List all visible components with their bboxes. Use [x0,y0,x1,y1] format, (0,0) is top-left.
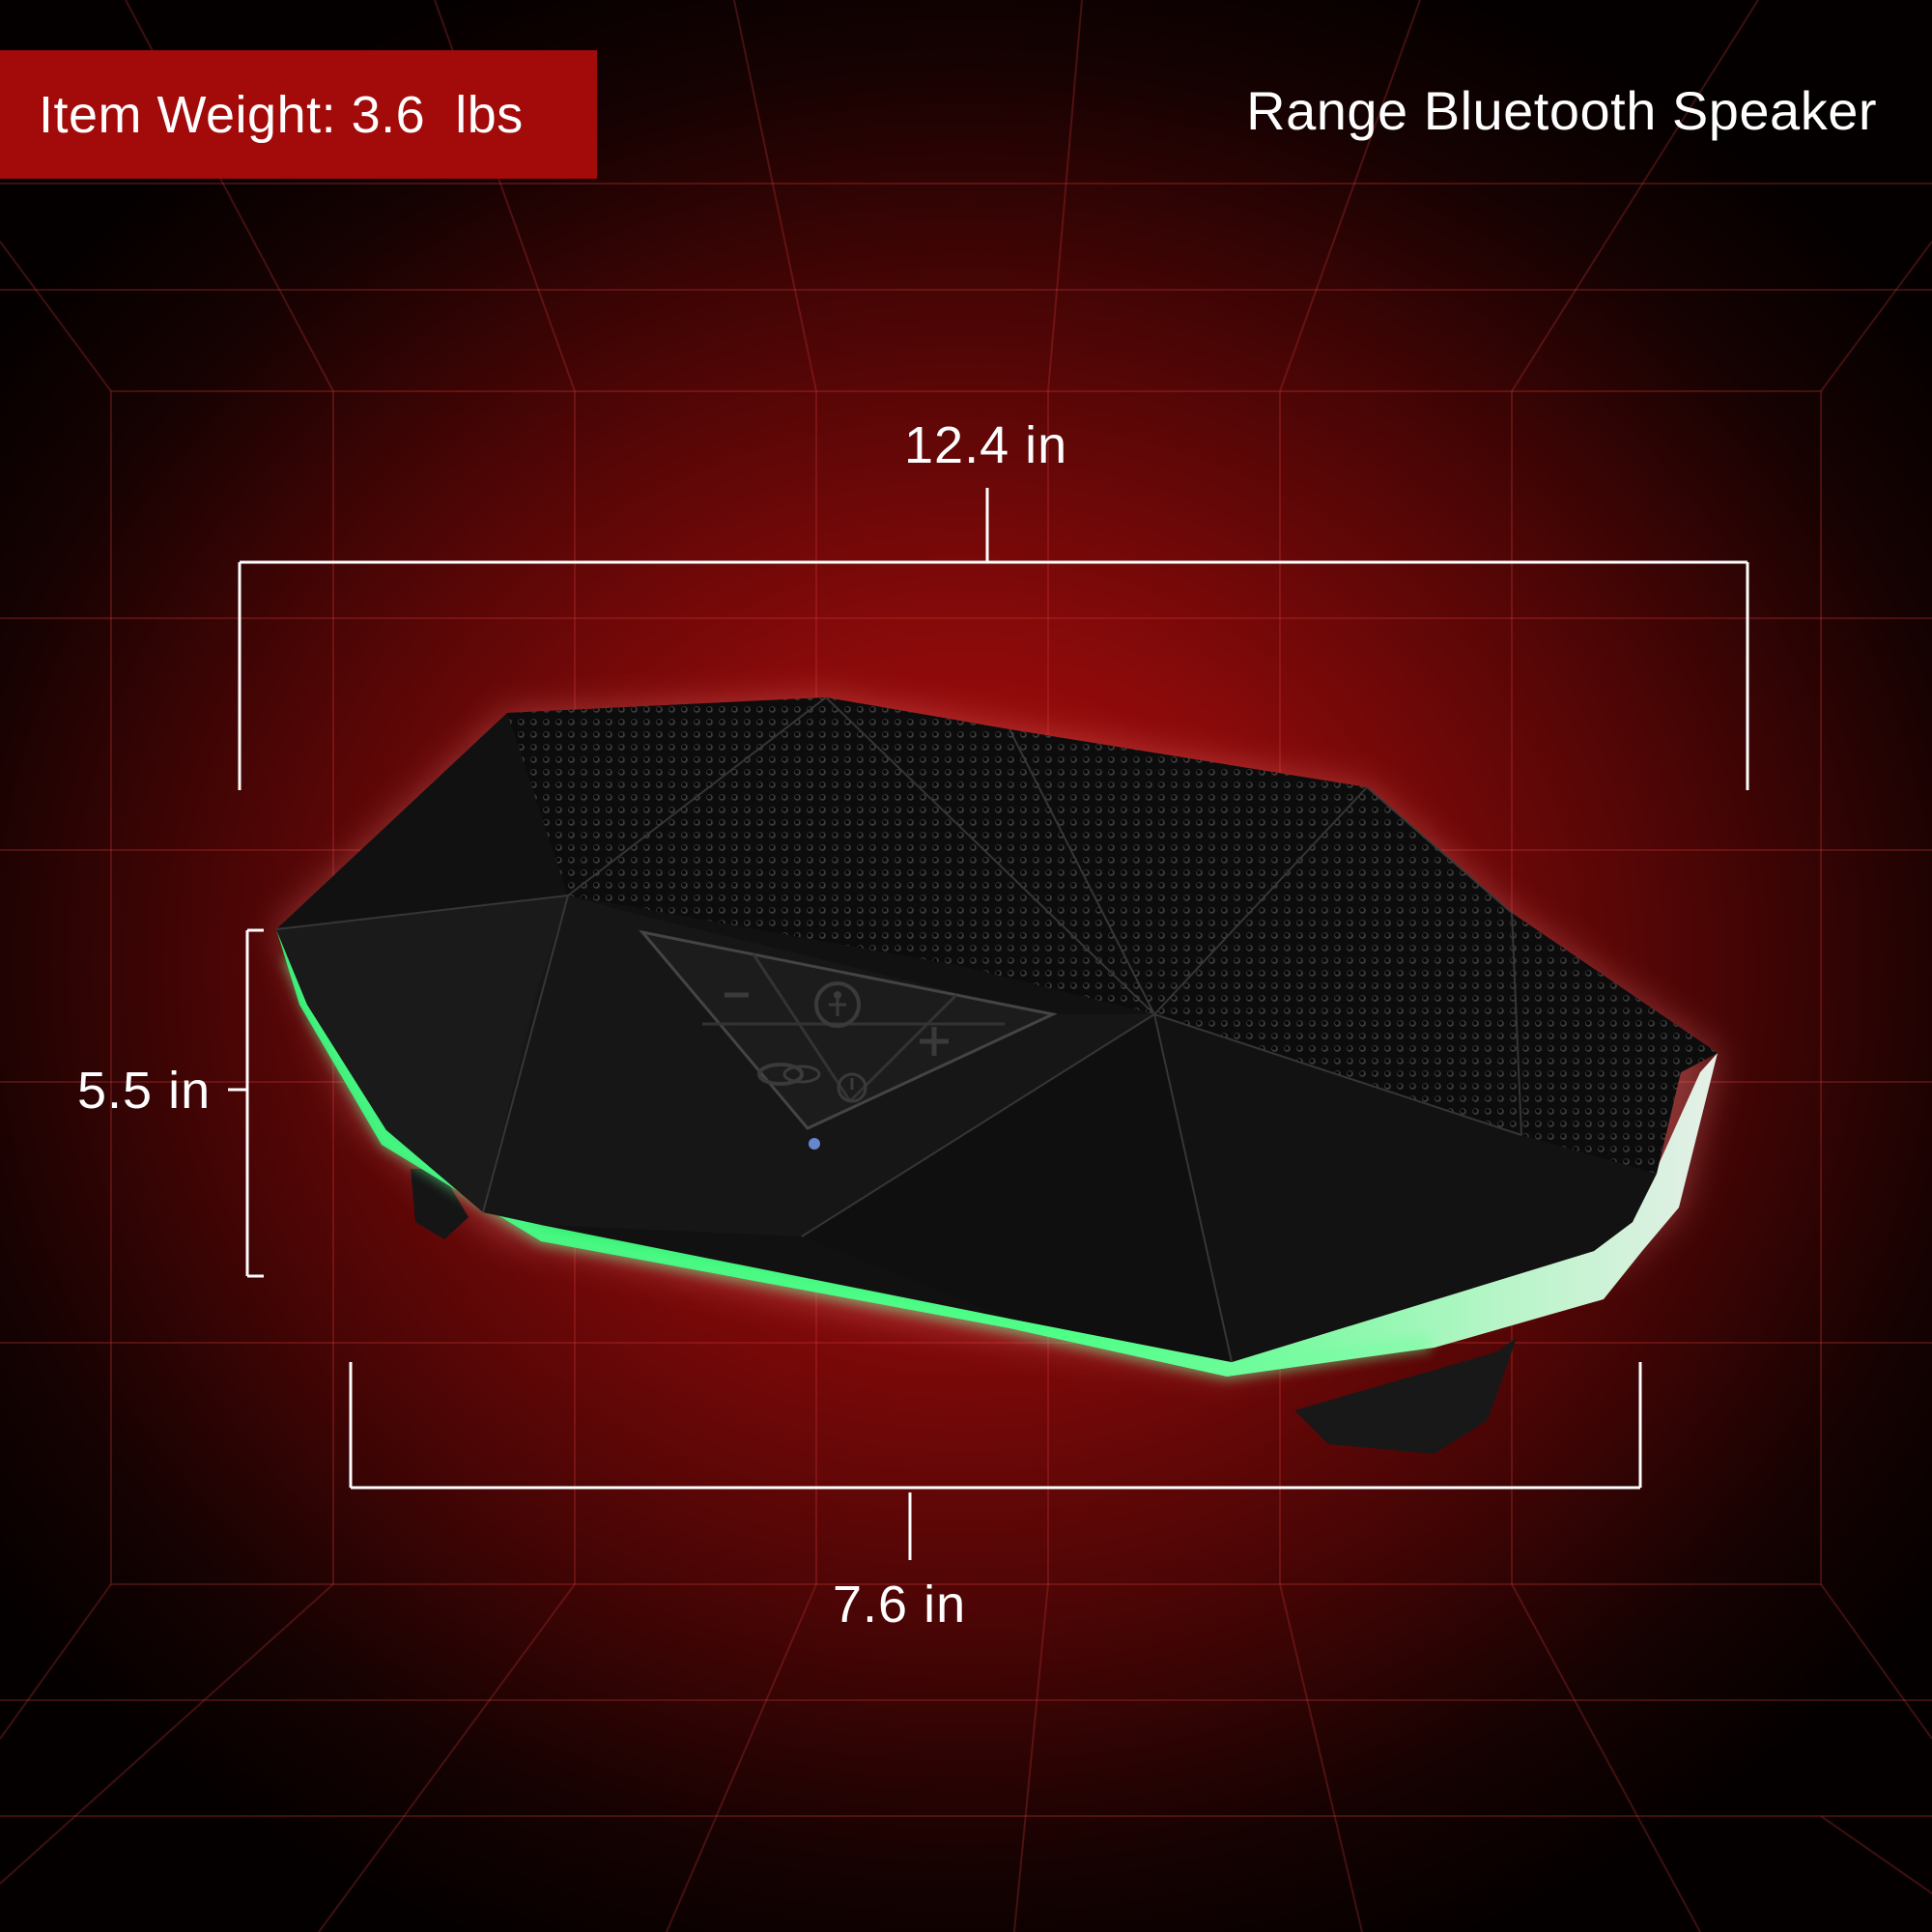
rear-foot-right [1294,1338,1517,1454]
item-weight-label: Item Weight: 3.6 lbs [39,85,524,144]
control-panel [639,929,1058,1130]
person-icon[interactable] [814,981,861,1028]
plus-icon[interactable] [920,1027,949,1056]
width-dimension-label: 12.4 in [904,416,1068,474]
chain-link-icon[interactable] [757,1063,821,1086]
speaker-grille [507,697,1718,1174]
depth-dimension-label: 7.6 in [833,1576,967,1634]
item-weight-banner: Item Weight: 3.6 lbs [0,50,597,179]
indicator-led-icon [809,1138,820,1150]
rear-foot-left [411,1169,469,1239]
product-title: Range Bluetooth Speaker [1246,80,1877,141]
bluetooth-power-icon[interactable] [837,1072,867,1103]
height-dimension-label: 5.5 in [77,1062,212,1120]
